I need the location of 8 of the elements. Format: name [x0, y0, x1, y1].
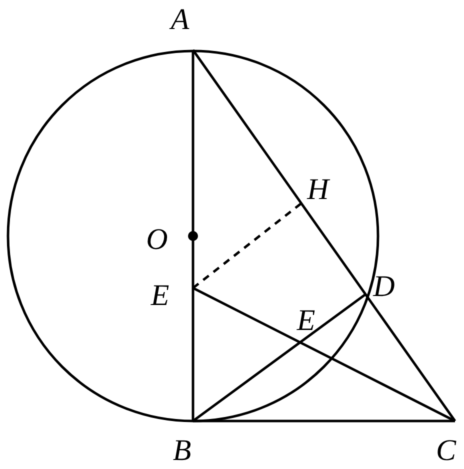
point-label: B — [172, 436, 192, 466]
point-label: D — [373, 272, 395, 302]
point-label: C — [436, 436, 456, 466]
point-label: E — [296, 306, 316, 336]
point-label: O — [146, 225, 168, 255]
point-label: A — [170, 5, 190, 35]
point-label: H — [307, 175, 329, 205]
point-label: E — [150, 281, 170, 311]
